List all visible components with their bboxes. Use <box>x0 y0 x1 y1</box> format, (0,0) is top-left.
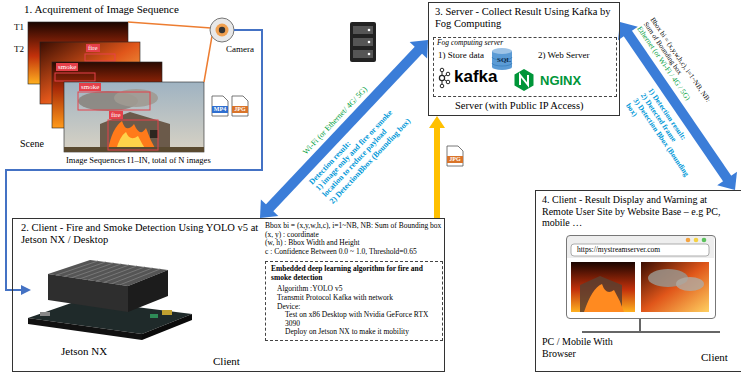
box-heading: Fog computing server <box>437 39 503 48</box>
arrowhead <box>717 172 737 190</box>
arrowhead <box>410 40 428 58</box>
role-label: Client <box>701 351 728 364</box>
browser-window: https://mystreamserver.com <box>566 235 716 319</box>
camera-label: Camera <box>226 44 254 54</box>
panel-title: 3. Server - Collect Result Using Kafka b… <box>435 6 617 30</box>
box-heading: Embedded deep learning algorithm for fir… <box>271 265 437 282</box>
file-type-label: JPG <box>447 156 463 163</box>
logo-text: kafka <box>454 67 497 87</box>
nginx-logo <box>515 69 534 91</box>
panel-title: 1. Acquirement of Image Sequence <box>24 3 179 16</box>
arrowhead <box>618 22 638 40</box>
panel-title: 2. Client - Fire and Smoke Detection Usi… <box>21 222 259 246</box>
connector-line <box>269 49 419 208</box>
detection-tag: smoke <box>56 63 78 71</box>
browser-contents <box>567 236 714 312</box>
server-box: 3. Server - Collect Result Using Kafka b… <box>428 2 620 116</box>
connector-line <box>434 127 440 218</box>
spec-item: Algorithm :YOLO v5 <box>271 285 437 294</box>
url-text: https://mystreamserver.com <box>577 246 660 255</box>
role-label: Client <box>213 355 240 368</box>
spec-item: Transmit Protocol Kafka with network <box>271 294 437 303</box>
detection-tag: smoke <box>79 83 101 91</box>
upload-arrow <box>429 116 445 218</box>
text-column: Bbox bi = (x,y,w,h,c), i=1~NB, NB: Sum o… <box>265 222 443 257</box>
remote-client-box: 4. Client - Result Display and Warning a… <box>535 190 741 372</box>
client-box: 2. Client - Fire and Smoke Detection Usi… <box>12 218 445 372</box>
server-icon <box>350 22 376 62</box>
image-sequence <box>28 22 204 152</box>
file-type-label: MP4 <box>212 106 228 113</box>
sequence-caption: Image Sequences I1–IN, total of N images <box>66 156 211 166</box>
arrowhead <box>260 200 278 218</box>
formula-text: Bbox bi = (x,y,w,h,c), i=1~NB, NB: Sum o… <box>265 222 443 231</box>
frame-label: T1 <box>14 22 24 32</box>
jetson-board <box>28 260 192 340</box>
panel-title: 4. Client - Result Display and Warning a… <box>542 194 738 229</box>
fog-server-box: Fog computing server 1) Store data 2) Web … <box>433 37 617 97</box>
network-arrow <box>618 22 737 190</box>
function-label: 2) Web Server <box>538 50 590 60</box>
spec-item: Device: <box>271 303 437 312</box>
device-label: Jetson NX <box>61 345 107 358</box>
logo-text: NGINX <box>540 74 581 89</box>
detection-tag: fire <box>109 111 123 119</box>
detection-tag: fire <box>86 44 100 52</box>
scene-label: Scene <box>20 138 44 150</box>
function-label: 1) Store data <box>438 50 484 60</box>
spec-item: Deploy on Jetson NX to make it mobility <box>271 328 437 337</box>
network-arrow <box>260 40 428 218</box>
image-feed-line <box>6 30 262 295</box>
camera-icon <box>128 18 234 82</box>
file-type-label: JPG <box>232 106 248 113</box>
formula-text: (w, h) : Bbox Width and Height <box>265 239 443 248</box>
kafka-icon <box>439 68 449 88</box>
arrowhead <box>429 116 445 128</box>
algorithm-box: Embedded deep learning algorithm for fir… <box>265 261 443 341</box>
frame-label: T2 <box>14 44 24 54</box>
device-label: PC / Mobile With Browser <box>542 336 614 359</box>
spec-item: Test on x86 Desktop with Nvidia GeForce … <box>271 311 437 328</box>
formula-text: c : Confidence Between 0.0 ~ 1.0, Thresh… <box>265 248 443 257</box>
role-label: Server (with Public IP Access) <box>455 100 584 112</box>
icon-label: SQL <box>494 56 514 64</box>
formula-text: (x, y) : coordinate <box>265 231 443 240</box>
monitor-stand <box>582 319 720 332</box>
